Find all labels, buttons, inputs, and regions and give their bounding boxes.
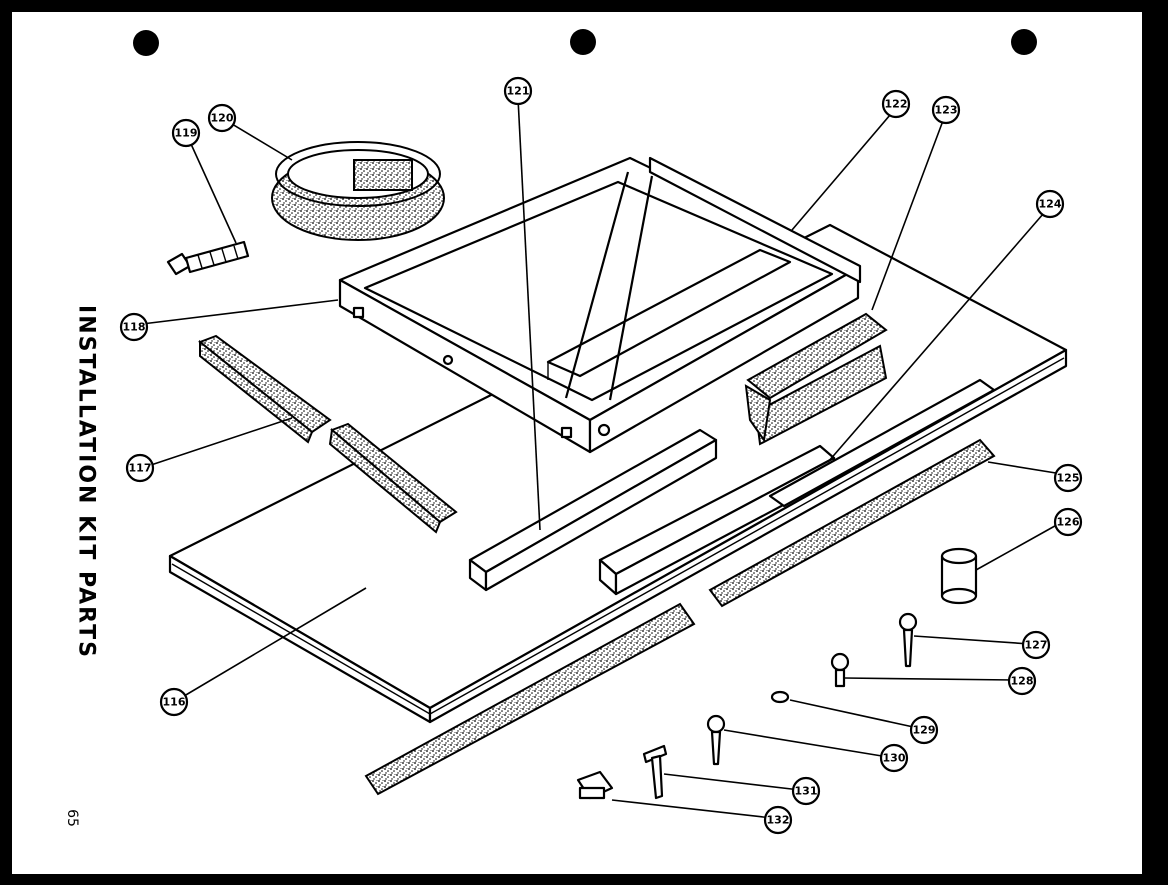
leader-lines bbox=[141, 97, 1063, 819]
callout-label: 119 bbox=[175, 127, 198, 140]
punch-hole-center bbox=[570, 29, 596, 55]
callout-119: 119 bbox=[171, 118, 201, 148]
folded-foam-123 bbox=[744, 312, 888, 446]
mounting-rail-121 bbox=[468, 428, 718, 592]
callout-131: 131 bbox=[791, 776, 821, 806]
callout-125: 125 bbox=[1053, 463, 1083, 493]
callout-label: 121 bbox=[507, 85, 530, 98]
callout-126: 126 bbox=[1053, 507, 1083, 537]
callout-label: 126 bbox=[1057, 516, 1080, 529]
callout-label: 128 bbox=[1011, 675, 1034, 688]
screw-130 bbox=[706, 714, 726, 766]
nail-131 bbox=[642, 744, 668, 800]
screw-127 bbox=[898, 612, 918, 668]
coiled-foam-strip-120 bbox=[271, 141, 445, 241]
mounting-frame-118 bbox=[338, 156, 862, 454]
sleeve-126 bbox=[940, 547, 978, 605]
callout-label: 130 bbox=[883, 752, 906, 765]
callout-117: 117 bbox=[125, 453, 155, 483]
callout-label: 125 bbox=[1057, 472, 1080, 485]
callout-124: 124 bbox=[1035, 189, 1065, 219]
nut-129 bbox=[770, 690, 790, 704]
foam-strips-125 bbox=[364, 438, 996, 796]
callout-127: 127 bbox=[1021, 630, 1051, 660]
callout-132: 132 bbox=[763, 805, 793, 835]
callout-118: 118 bbox=[119, 312, 149, 342]
callout-label: 129 bbox=[913, 724, 936, 737]
callout-label: 127 bbox=[1025, 639, 1048, 652]
callout-label: 116 bbox=[163, 696, 186, 709]
bolt-119 bbox=[166, 240, 250, 276]
callout-label: 132 bbox=[767, 814, 790, 827]
callout-label: 122 bbox=[885, 98, 908, 111]
callout-128: 128 bbox=[1007, 666, 1037, 696]
callout-130: 130 bbox=[879, 743, 909, 773]
punch-hole-right bbox=[1011, 29, 1037, 55]
callout-123: 123 bbox=[931, 95, 961, 125]
callout-120: 120 bbox=[207, 103, 237, 133]
callout-label: 117 bbox=[129, 462, 152, 475]
callout-label: 123 bbox=[935, 104, 958, 117]
callout-116: 116 bbox=[159, 687, 189, 717]
callout-122: 122 bbox=[881, 89, 911, 119]
clip-132 bbox=[576, 770, 614, 800]
callout-label: 118 bbox=[123, 321, 146, 334]
punch-hole-left bbox=[133, 30, 159, 56]
screw-128 bbox=[830, 652, 850, 688]
callout-label: 120 bbox=[211, 112, 234, 125]
foam-strips-117 bbox=[198, 334, 458, 534]
callout-label: 124 bbox=[1039, 198, 1062, 211]
callout-label: 131 bbox=[795, 785, 818, 798]
mounting-rail-124 bbox=[598, 378, 996, 596]
callout-121: 121 bbox=[503, 76, 533, 106]
callout-129: 129 bbox=[909, 715, 939, 745]
